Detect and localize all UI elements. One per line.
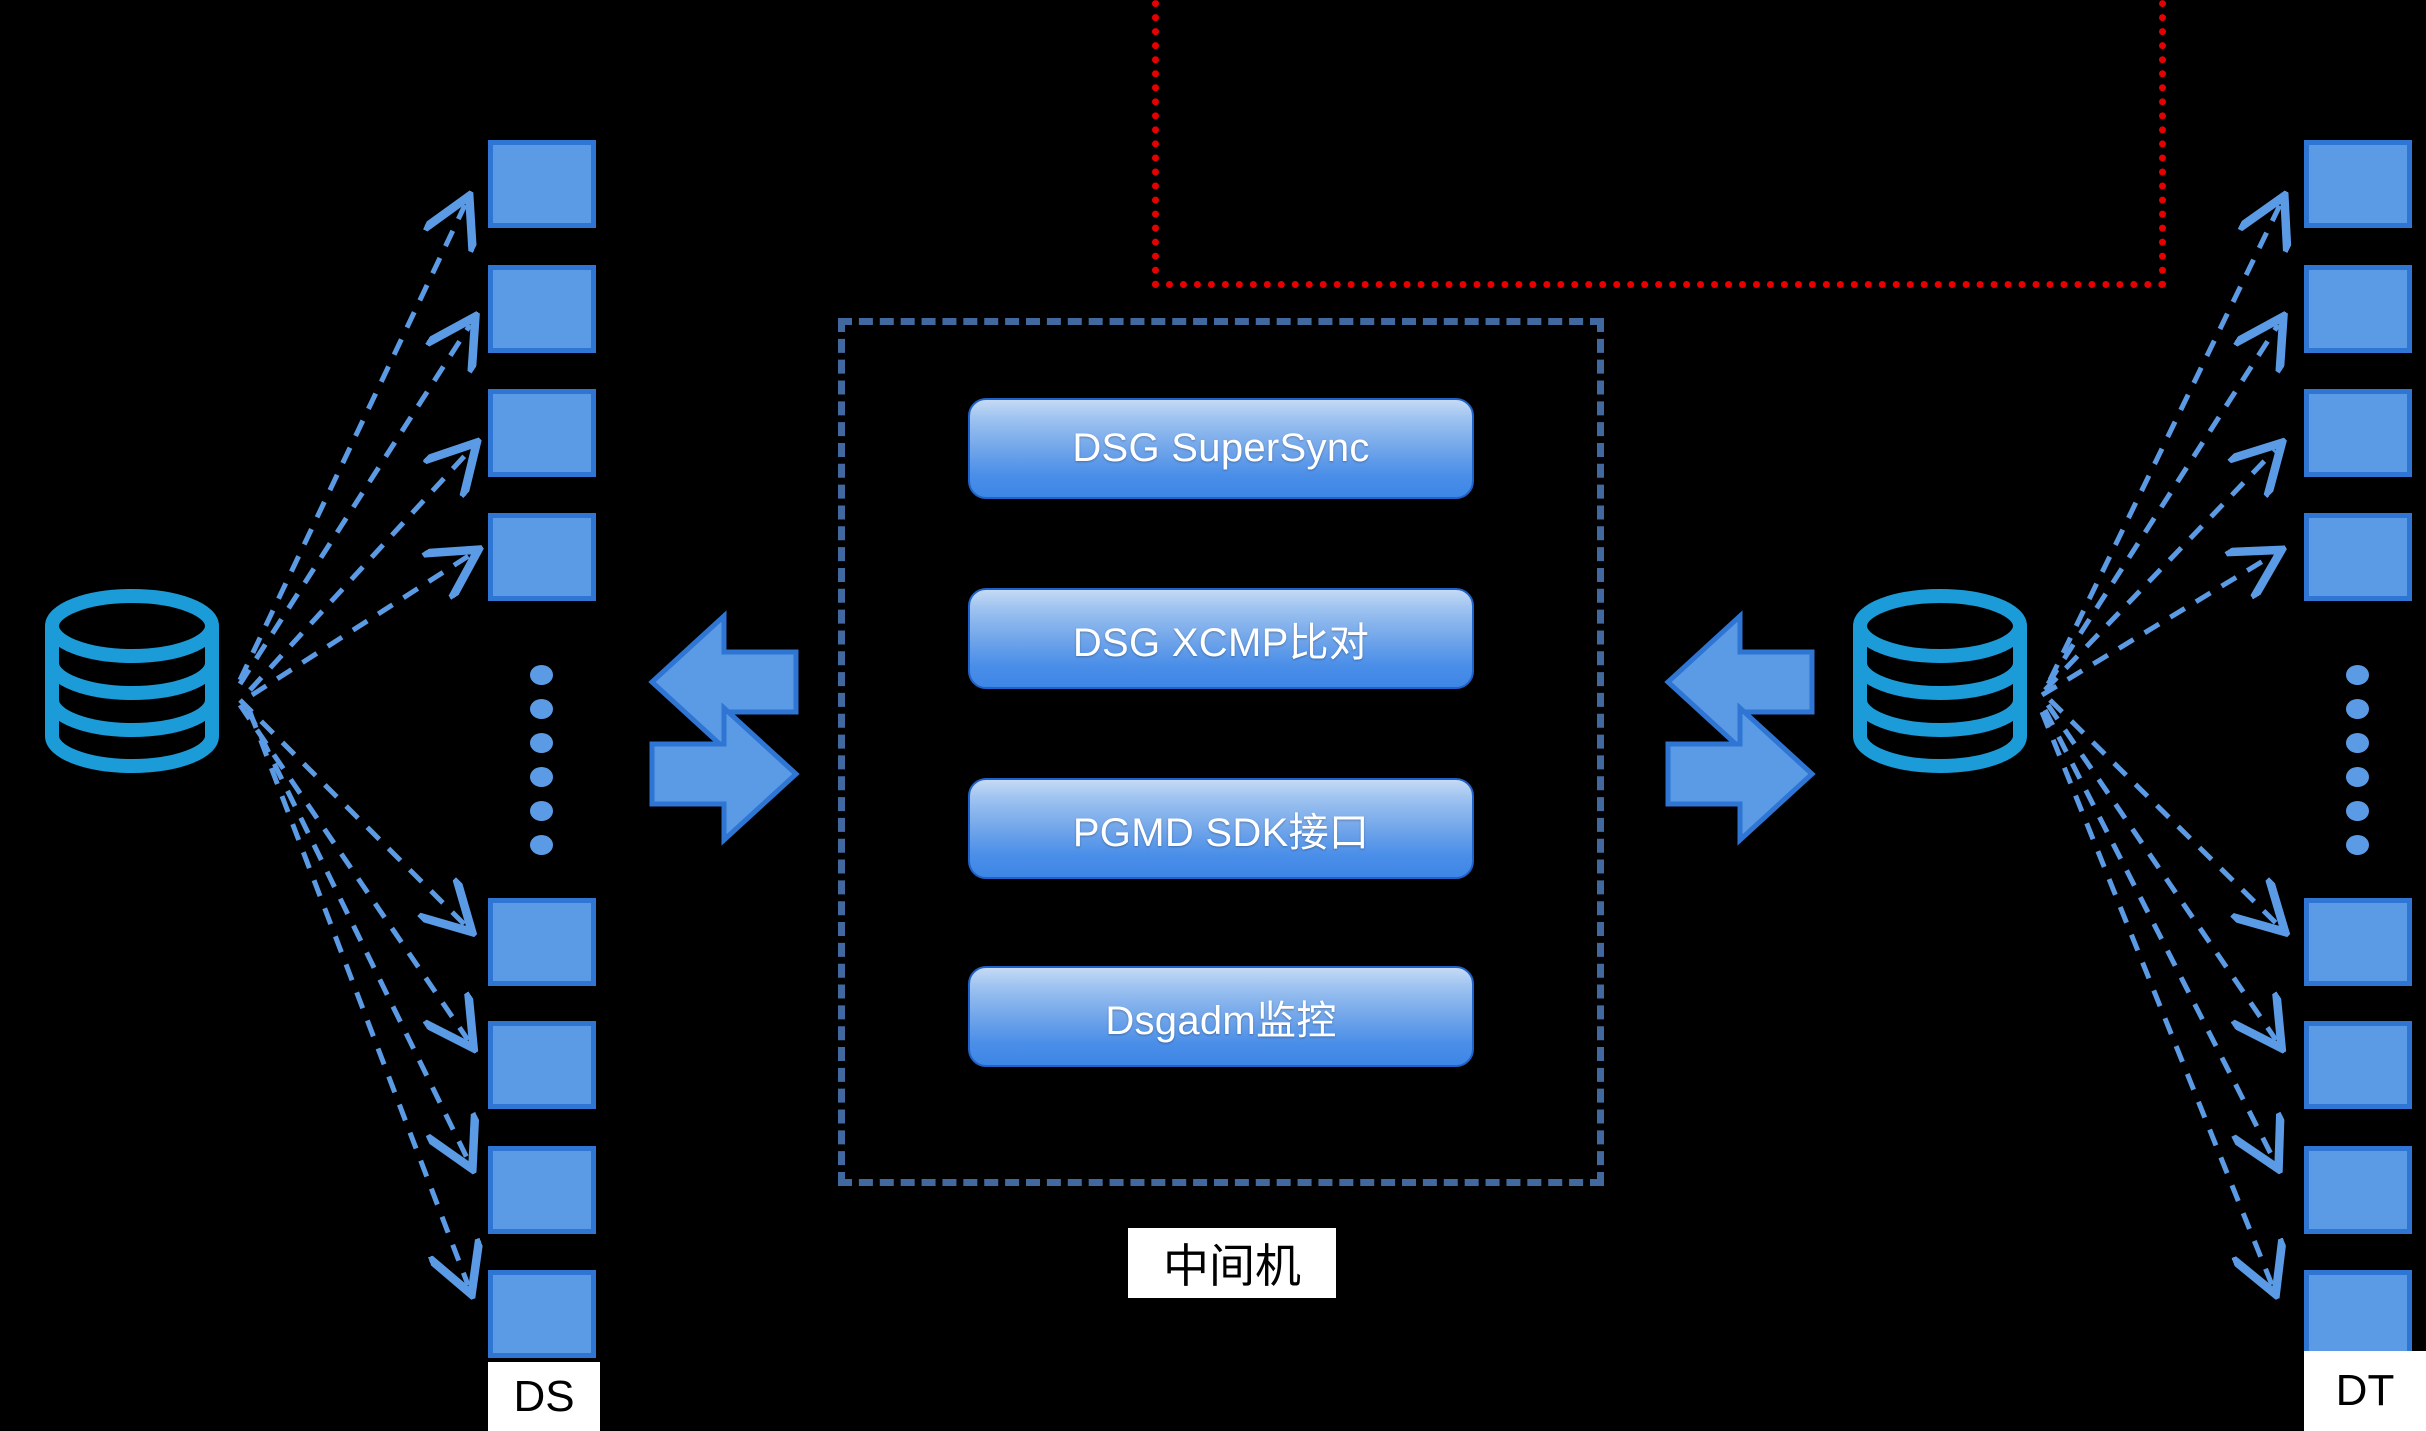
target-node[interactable] [2304,898,2412,986]
middle-machine-container [838,318,1604,1186]
target-node[interactable] [2304,1270,2412,1358]
target-node[interactable] [2304,513,2412,601]
ellipsis-dot [2346,835,2369,855]
source-node[interactable] [488,265,596,353]
target-label-dt: DT [2304,1351,2426,1431]
source-node[interactable] [488,898,596,986]
module-label: Dsgadm监控 [1105,998,1337,1043]
module-label: DSG SuperSync [1072,426,1370,470]
source-database-icon [42,586,222,776]
middle-machine-label: 中间机 [1128,1228,1336,1298]
source-node[interactable] [488,1146,596,1234]
module-pgmd-sdk[interactable]: PGMD SDK接口 [968,778,1474,879]
source-label-ds: DS [488,1362,600,1431]
module-dsg-xcmp[interactable]: DSG XCMP比对 [968,588,1474,689]
target-database-icon [1850,586,2030,776]
target-node[interactable] [2304,389,2412,477]
ellipsis-dot [530,767,553,787]
module-dsgadm-monitor[interactable]: Dsgadm监控 [968,966,1474,1067]
target-node[interactable] [2304,1021,2412,1109]
source-node[interactable] [488,389,596,477]
ellipsis-dot [2346,801,2369,821]
ellipsis-dot [530,835,553,855]
arrow-left-icon [1664,610,1815,754]
module-label: PGMD SDK接口 [1072,810,1370,855]
ellipsis-dot [530,801,553,821]
ellipsis-dot [2346,733,2369,753]
target-fanout-arrows [2039,0,2426,1431]
arrow-left-icon [648,610,799,754]
source-node[interactable] [488,513,596,601]
source-nodes-ellipsis [530,665,553,855]
source-node[interactable] [488,1021,596,1109]
ellipsis-dot [2346,699,2369,719]
source-fanout-arrows [237,0,520,1431]
target-nodes-ellipsis [2346,665,2369,855]
source-node[interactable] [488,140,596,228]
ellipsis-dot [530,733,553,753]
module-dsg-supersync[interactable]: DSG SuperSync [968,398,1474,499]
target-sync-arrows [1664,610,1816,846]
ellipsis-dot [2346,665,2369,685]
database-cylinder-icon [1853,589,2027,773]
module-label: DSG XCMP比对 [1072,620,1370,665]
target-node[interactable] [2304,265,2412,353]
annotation-box [1152,0,2166,288]
target-node[interactable] [2304,140,2412,228]
ellipsis-dot [530,699,553,719]
source-node[interactable] [488,1270,596,1358]
database-cylinder-icon [45,589,219,773]
ellipsis-dot [530,665,553,685]
arrow-right-icon [1665,702,1816,846]
target-node[interactable] [2304,1146,2412,1234]
arrow-right-icon [649,702,800,846]
ellipsis-dot [2346,767,2369,787]
source-sync-arrows [648,610,800,846]
